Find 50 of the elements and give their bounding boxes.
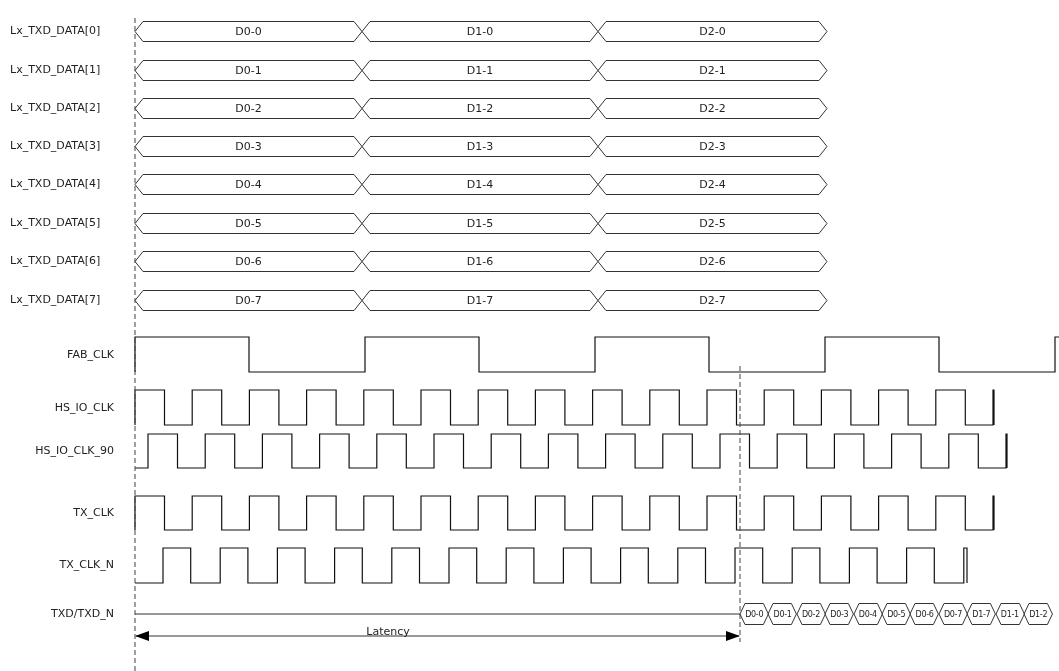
bus-value-segment: D0-1 (135, 59, 362, 81)
bus-value-segment: D1-7 (967, 603, 996, 625)
bus-value-segment: D1-6 (362, 250, 598, 272)
signal-name: Lx_TXD_DATA[3] (10, 139, 101, 153)
bus-value-segment: D1-5 (362, 212, 598, 234)
signal-name: TX_CLK_N (59, 558, 114, 572)
bus-value-segment: D0-0 (740, 603, 769, 625)
signal-name: Lx_TXD_DATA[0] (10, 24, 101, 38)
signal-name: HS_IO_CLK_90 (35, 444, 114, 458)
signal-name: TXD/TXD_N (51, 607, 114, 621)
signal-name: TX_CLK (73, 506, 114, 520)
bus-value-segment: D0-4 (853, 603, 882, 625)
bus-value-segment: D0-7 (938, 603, 968, 625)
bus-value-segment: D1-1 (362, 59, 598, 81)
signal-name: Lx_TXD_DATA[5] (10, 216, 101, 230)
bus-value-segment: D2-1 (598, 59, 827, 81)
bus-value-segment: D0-3 (825, 603, 854, 625)
bus-value-segment: D0-0 (135, 20, 362, 42)
dimension-label: Latency (366, 625, 410, 639)
bus-value-segment: D0-1 (768, 603, 797, 625)
bus-value-segment: D1-0 (362, 20, 598, 42)
bus-value-segment: D2-7 (598, 289, 827, 311)
bus-value-segment: D2-5 (598, 212, 827, 234)
bus-value-segment: D2-0 (598, 20, 827, 42)
bus-value-segment: D0-2 (135, 97, 362, 119)
bus-value-segment: D2-4 (598, 173, 827, 195)
bus-value-segment: D0-6 (910, 603, 939, 625)
bus-value-segment: D0-3 (135, 135, 362, 157)
bus-value-segment: D0-5 (135, 212, 362, 234)
signal-name: Lx_TXD_DATA[1] (10, 63, 101, 77)
signal-name: HS_IO_CLK (54, 401, 114, 415)
signal-name: Lx_TXD_DATA[7] (10, 293, 101, 307)
signal-name: Lx_TXD_DATA[2] (10, 101, 101, 115)
bus-value-segment: D1-2 (362, 97, 598, 119)
bus-value-segment: D0-2 (796, 603, 826, 625)
bus-value-segment: D1-3 (362, 135, 598, 157)
bus-value-segment: D1-7 (362, 289, 598, 311)
bus-value-segment: D1-4 (362, 173, 598, 195)
bus-value-segment: D1-1 (995, 603, 1024, 625)
bus-value-segment: D0-7 (135, 289, 362, 311)
bus-value-segment: D1-2 (1024, 603, 1053, 625)
bus-value-segment: D0-4 (135, 173, 362, 195)
signal-name: Lx_TXD_DATA[4] (10, 177, 101, 191)
signal-name: Lx_TXD_DATA[6] (10, 254, 101, 268)
signal-name: FAB_CLK (67, 348, 114, 362)
bus-value-segment: D2-3 (598, 135, 827, 157)
bus-value-segment: D2-2 (598, 97, 827, 119)
bus-value-segment: D2-6 (598, 250, 827, 272)
bus-value-segment: D0-5 (882, 603, 911, 625)
bus-value-segment: D0-6 (135, 250, 362, 272)
